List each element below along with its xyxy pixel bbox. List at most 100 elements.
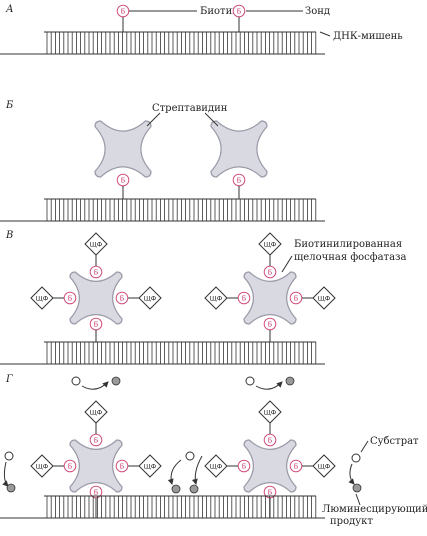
dna-ladder-v — [0, 341, 325, 365]
panel-letter-v: В — [5, 230, 13, 241]
biotin-mark-text: Б — [120, 463, 125, 471]
biotin-mark-text: Б — [68, 295, 73, 303]
product-top — [111, 376, 121, 386]
probe-label: Зонд — [305, 6, 330, 17]
biotin-mark-text: Б — [94, 437, 99, 445]
phosphatase-diamond — [258, 232, 282, 256]
biotin-marker-b1: Б — [116, 173, 130, 187]
phosphatase-diamond — [204, 286, 228, 310]
substrate-top — [71, 376, 81, 386]
biotin-left: Б — [63, 291, 77, 305]
biotin-bottom: Б — [89, 317, 103, 331]
phosphatase-mark-text: ЩФ — [318, 462, 331, 470]
biotin-top: Б — [263, 265, 277, 279]
phosphatase-top: ЩФ — [84, 232, 108, 256]
product-middle-b — [189, 484, 199, 494]
biotin-bottom: Б — [89, 485, 103, 499]
biotin-top: Б — [89, 265, 103, 279]
biotin-mark-text: Б — [237, 8, 242, 16]
biotin-circle — [232, 4, 246, 18]
biotin-top: Б — [263, 433, 277, 447]
streptavidin-label: Стрептавидин — [152, 103, 228, 114]
phosphatase-mark-text: ЩФ — [264, 408, 277, 416]
substrate-leader — [360, 440, 369, 453]
phosphatase-mark-text: ЩФ — [36, 294, 49, 302]
product-middle-a — [171, 484, 181, 494]
reaction-arrow-middle-b — [191, 455, 203, 485]
biotin-circle — [89, 265, 103, 279]
reaction-arrow-right — [348, 463, 355, 485]
biotin-mark-text: Б — [294, 463, 299, 471]
panel-letter-b: Б — [5, 100, 14, 111]
phosphatase-top: ЩФ — [258, 232, 282, 256]
phosphatase-top: ЩФ — [258, 400, 282, 424]
product-leader — [355, 493, 361, 506]
phosphatase-diamond — [84, 400, 108, 424]
phosphatase-left: ЩФ — [30, 286, 54, 310]
biotin-right: Б — [115, 459, 129, 473]
phosphatase-mark-text: ЩФ — [210, 294, 223, 302]
streptavidin-leader-left — [146, 112, 161, 127]
phosphatase-diamond — [312, 286, 336, 310]
substrate-right — [351, 453, 361, 463]
reaction-arrow-top — [81, 381, 109, 390]
biotin-circle — [263, 433, 277, 447]
phosphatase-left: ЩФ — [204, 454, 228, 478]
biotin-mark-text: Б — [268, 269, 273, 277]
phosphatase-diamond — [30, 454, 54, 478]
substrate-label: Субстрат — [370, 436, 419, 447]
dna-target-label: ДНК-мишень — [333, 31, 403, 42]
biotin-circle — [63, 459, 77, 473]
biotin-bottom: Б — [263, 317, 277, 331]
phosphatase-diamond — [30, 286, 54, 310]
biotin-mark-text: Б — [94, 269, 99, 277]
biotin-mark-text: Б — [268, 321, 273, 329]
biotin-circle — [115, 459, 129, 473]
biotin-mark-text: Б — [242, 463, 247, 471]
biotin-mark-text: Б — [294, 295, 299, 303]
product-left-outer — [6, 483, 16, 493]
biotin-mark-text: Б — [120, 295, 125, 303]
biotin-marker-a1: Б — [116, 4, 130, 18]
phosphatase-right: ЩФ — [138, 454, 162, 478]
biotin-mark-text: Б — [268, 437, 273, 445]
streptavidin-complex-v1 — [69, 271, 123, 325]
phosphatase-diamond — [312, 454, 336, 478]
biotin-left: Б — [237, 459, 251, 473]
phosphatase-mark-text: ЩФ — [144, 294, 157, 302]
biotin-right: Б — [289, 291, 303, 305]
biotin-mark-text: Б — [242, 295, 247, 303]
phosphatase-diamond — [138, 454, 162, 478]
luminescent-product-label-line2: продукт — [330, 516, 373, 527]
phosphatase-mark-text: ЩФ — [210, 462, 223, 470]
biotin-left: Б — [237, 291, 251, 305]
biotinylated-phosphatase-label-line2: щелочная фосфатаза — [294, 252, 406, 263]
phosphatase-left: ЩФ — [204, 286, 228, 310]
biotin-right: Б — [289, 459, 303, 473]
product-top — [285, 376, 295, 386]
phosphatase-leader — [281, 255, 293, 273]
biotin-circle — [237, 459, 251, 473]
phosphatase-right: ЩФ — [312, 454, 336, 478]
biotin-mark-text: Б — [94, 321, 99, 329]
biotin-circle — [116, 4, 130, 18]
phosphatase-left: ЩФ — [30, 454, 54, 478]
biotin-circle — [263, 317, 277, 331]
substrate-top — [245, 376, 255, 386]
streptavidin-complex-v2 — [243, 271, 297, 325]
panel-letter-g: Г — [5, 374, 13, 385]
biotin-mark-text: Б — [94, 489, 99, 497]
product-right — [352, 483, 362, 493]
phosphatase-mark-text: ЩФ — [264, 240, 277, 248]
biotin-circle — [289, 291, 303, 305]
substrate-left-outer — [4, 451, 14, 461]
phosphatase-diamond — [204, 454, 228, 478]
streptavidin-right — [210, 120, 268, 178]
phosphatase-mark-text: ЩФ — [318, 294, 331, 302]
biotin-marker-a2: Б — [232, 4, 246, 18]
phosphatase-diamond — [138, 286, 162, 310]
biotin-left: Б — [63, 459, 77, 473]
biotin-mark-text: Б — [121, 177, 126, 185]
biotin-mark-text: Б — [268, 489, 273, 497]
phosphatase-right: ЩФ — [138, 286, 162, 310]
